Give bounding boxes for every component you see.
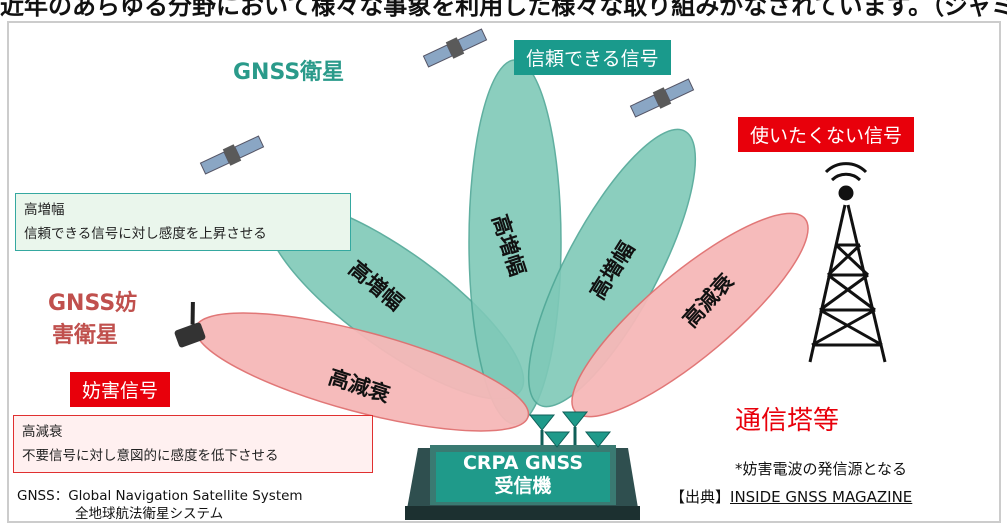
source-link[interactable]: INSIDE GNSS MAGAZINE: [730, 488, 913, 506]
cut-title: 近年のあらゆる分野において様々な事象を利用した様々な取り組みがなされています。（…: [0, 0, 1007, 20]
jammer-satellite-line2: 害衛星: [52, 323, 119, 348]
satellite-icon-left: [199, 135, 265, 175]
communication-tower-icon: [808, 162, 887, 363]
gnss-satellite-label: GNSS衛星: [233, 60, 345, 85]
reliable-signal-label: 信頼できる信号: [514, 40, 671, 75]
lobe-right-high-atten: [571, 212, 809, 418]
gnss-definition-line2: 全地球航法衛星システム: [75, 506, 224, 522]
high-gain-box-title: 高増幅: [24, 202, 65, 218]
unwanted-signal-label: 使いたくない信号: [738, 117, 915, 152]
satellite-icon-right: [629, 78, 695, 118]
high-atten-box-title: 高減衰: [22, 424, 63, 440]
jammer-device-icon: [174, 301, 206, 348]
source-prefix: 【出典】: [670, 488, 731, 506]
source-citation: 【出典】INSIDE GNSS MAGAZINE: [670, 486, 912, 507]
receiver-line1: CRPA GNSS: [462, 452, 584, 474]
tower-label: 通信塔等: [735, 406, 840, 436]
lobe-right-high-gain: [527, 128, 697, 408]
crpa-receiver: [405, 411, 640, 520]
gnss-definition: GNSS：Global Navigation Satellite System …: [17, 487, 303, 523]
tower-note: *妨害電波の発信源となる: [735, 460, 908, 478]
jamming-signal-label: 妨害信号: [70, 372, 171, 407]
receiver-line2: 受信機: [494, 475, 552, 497]
satellite-icon-top: [422, 28, 488, 68]
high-atten-box-desc: 不要信号に対し意図的に感度を低下させる: [22, 448, 279, 464]
receiver-label: CRPA GNSS 受信機: [436, 452, 610, 498]
jammer-satellite-line1: GNSS妨: [48, 291, 138, 316]
high-atten-box: 高減衰 不要信号に対し意図的に感度を低下させる: [13, 415, 373, 473]
diagram-frame: [7, 21, 1001, 523]
gnss-definition-line1: GNSS：Global Navigation Satellite System: [17, 488, 303, 504]
jammer-satellite-label: GNSS妨 害衛星: [48, 288, 137, 352]
high-gain-box: 高増幅 信頼できる信号に対し感度を上昇させる: [15, 193, 351, 251]
high-gain-box-desc: 信頼できる信号に対し感度を上昇させる: [24, 226, 267, 242]
